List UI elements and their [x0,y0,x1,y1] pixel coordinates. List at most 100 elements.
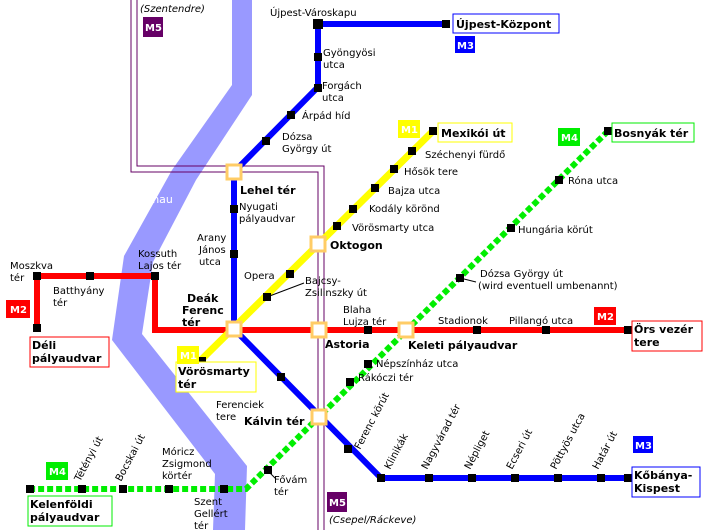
interchange-keleti[interactable] [397,321,415,339]
badge-m1-top[interactable] [398,120,420,138]
stop-rona-utca[interactable] [555,176,563,184]
badge-m2-left-label: M2 [10,305,27,316]
label-kelenfold-2: pályaudvar [30,511,100,524]
label-pillango-utca: Pillangó utca [509,315,573,327]
label-blaha-2: Lujza tér [343,316,387,328]
stop-nepliget[interactable] [468,474,476,482]
stop-bosnyak-ter[interactable] [604,127,612,135]
stop-szechenyi-furdo[interactable] [408,147,416,155]
stop-vorosmarty-utca[interactable] [333,222,341,230]
line-badges: M5 M5 M3 M3 M2 M2 M1 M1 M4 M4 [6,17,653,512]
stop-kobanya-kispest[interactable] [624,474,632,482]
label-kalvin-ter: Kálvin tér [244,415,305,428]
label-lehel-ter: Lehel tér [240,184,296,197]
interchange-oktogon[interactable] [309,235,327,253]
stop-nepszinhaz-utca[interactable] [364,360,372,368]
interchange-astoria[interactable] [310,321,328,339]
stop-szent-gellert-ter[interactable] [220,485,228,493]
interchange-lehel-ter[interactable] [225,163,243,181]
stop-forgach-utca[interactable] [314,84,322,92]
label-moricz-2: Zsigmond [162,459,212,470]
label-kobanya-2: Kispest [634,482,680,495]
stop-klinikak[interactable] [377,474,385,482]
stop-stadionok[interactable] [473,326,481,334]
stop-arany-janos[interactable] [230,250,238,258]
station-labels: Újpest-Városkapu Gyöngyösi utca Forgách … [10,6,618,530]
stop-hosok-tere[interactable] [390,165,398,173]
stop-mexikoi-ut[interactable] [429,127,437,135]
stop-bocskai-ut[interactable] [119,485,127,493]
interchange-kalvin-ter[interactable] [310,408,328,426]
m5-south-terminus: (Csepel/Ráckeve) [329,514,416,526]
label-nagyvarad-ter: Nagyvárad tér [419,402,464,472]
label-dozsa-m3-2: György út [282,143,332,155]
label-kodaly-korond: Kodály körönd [369,203,440,215]
stop-nyugati[interactable] [230,205,238,213]
stop-nagyvarad-ter[interactable] [425,474,433,482]
stop-kossuth-lajos-ter[interactable] [151,272,159,280]
label-opera: Opera [244,271,275,282]
stop-fovam-ter[interactable] [264,466,272,474]
danube-river [112,0,252,530]
stop-deli-palyaudvar[interactable] [33,324,41,332]
box-vorosmarty-ter [175,361,257,393]
stop-bajza-utca[interactable] [371,184,379,192]
label-deak-2: Ferenc [182,304,224,317]
badge-m2-left[interactable] [6,300,30,318]
badge-m3-top[interactable] [455,36,475,53]
stop-pillango-utca[interactable] [542,326,550,334]
line-m3 [231,21,628,481]
label-nyugati-1: Nyugati [239,202,278,213]
stop-hungaria-korut[interactable] [507,224,515,232]
stop-kelenfoldi-palyaudvar[interactable] [26,485,34,493]
badge-m5-top[interactable] [143,17,163,37]
label-batthyany-1: Batthyány [53,285,105,297]
stop-kodaly-korond[interactable] [349,205,357,213]
label-moricz-1: Móricz [162,446,194,458]
stop-hatar-ut[interactable] [597,474,605,482]
label-moszkva-2: tér [10,272,25,284]
stop-tetenyi-ut[interactable] [78,485,86,493]
badge-m5-bottom-label: M5 [329,498,346,509]
box-mexikoi-ut [437,122,513,143]
label-hosok-tere: Hősök tere [404,166,458,178]
badge-m3-bottom[interactable] [633,436,653,453]
badge-m1-bottom[interactable] [177,346,199,364]
label-szent-gellert-1: Szent [194,497,222,508]
label-deli-1: Déli [32,339,56,352]
stop-ors-vezer-tere[interactable] [624,326,632,334]
badge-m1-bottom-label: M1 [180,351,197,362]
stop-ferenc-korut[interactable] [344,445,352,453]
stop-vorosmarty-ter[interactable] [198,357,206,365]
badge-m1-top-label: M1 [401,125,418,136]
stop-moszkva-ter[interactable] [33,272,41,280]
stop-rakoczi-ter[interactable] [346,378,354,386]
stop-batthyany-ter[interactable] [86,272,94,280]
callout-lines [266,277,477,480]
stop-dozsa-gyorgy-ut-m3[interactable] [262,137,270,145]
interchange-deak-ferenc-ter[interactable] [225,320,243,338]
label-vorosmarty-utca: Vörösmarty utca [352,223,434,234]
badge-m4-top[interactable] [558,128,580,146]
stop-gyongyosi-utca[interactable] [314,53,322,61]
badge-m5-bottom[interactable] [327,492,347,512]
label-kobanya-1: Kőbánya- [634,469,692,482]
stop-ujpest-kozpont[interactable] [442,20,450,28]
label-kossuth-2: Lajos tér [138,260,182,272]
stop-opera[interactable] [286,270,294,278]
stop-arpad-hid[interactable] [287,111,295,119]
label-dozsa-m4-2: (wird eventuell umbenannt) [478,281,618,292]
badge-m4-top-label: M4 [561,133,578,144]
label-bajcsy-2: Zsilinszky út [305,287,367,299]
badge-m4-bottom[interactable] [46,462,68,480]
label-szechenyi-furdo: Széchenyi fürdő [425,149,505,161]
badge-m2-right[interactable] [594,307,616,325]
stop-moricz-zsigmond-korter[interactable] [165,485,173,493]
box-ors-vezer-tere [631,320,703,352]
stop-blaha-lujza-ter[interactable] [364,326,372,334]
stop-ujpest-varoskapu[interactable] [313,19,323,29]
stop-pottyos-utca[interactable] [554,474,562,482]
stop-ecseri-ut[interactable] [511,474,519,482]
stop-ferenciek-tere[interactable] [277,373,285,381]
